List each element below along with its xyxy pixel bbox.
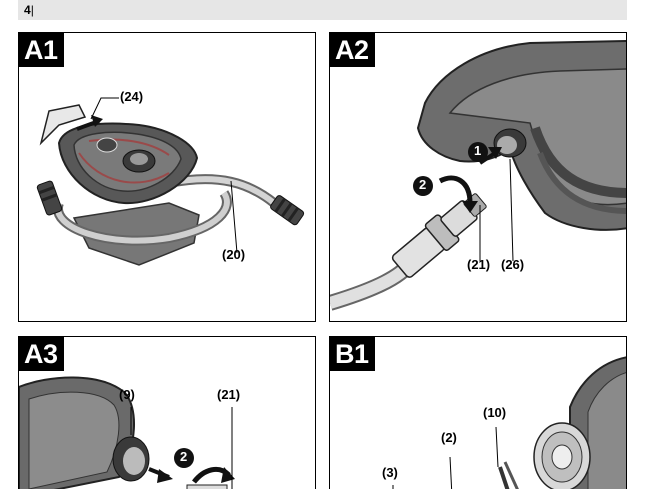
panel-label-b1: B1 <box>330 337 375 371</box>
callout-10: (10) <box>483 405 507 420</box>
tool-chuck-illustration <box>392 356 626 489</box>
step-1-label: 1 <box>474 143 482 158</box>
callout-21: (21) <box>467 257 491 272</box>
tool-hose-connection-illustration <box>330 40 626 311</box>
figure-panel-b1: B1 (10) (2) (3) <box>329 336 627 489</box>
callout-9: (9) <box>119 387 135 402</box>
callout-24: (24) <box>120 89 144 104</box>
callout-2: (2) <box>441 430 457 445</box>
page-number-separator: | <box>30 3 34 17</box>
callout-26: (26) <box>501 257 525 272</box>
page-header-bar: 4| <box>18 0 627 20</box>
panel-label-a2: A2 <box>330 33 375 67</box>
figure-panel-a2: A2 1 2 (21) (26) <box>329 32 627 322</box>
callout-20: (20) <box>222 247 246 262</box>
step-2-label: 2 <box>419 177 427 192</box>
step-2-label-a3: 2 <box>180 449 188 464</box>
figure-panel-a3: A3 2 (9) (21) <box>18 336 316 489</box>
page-number: 4| <box>24 3 34 17</box>
callout-21-a3: (21) <box>217 387 241 402</box>
dust-extraction-adapter-illustration <box>36 97 305 266</box>
figure-panel-a1: A1 <box>18 32 316 322</box>
panel-label-a3: A3 <box>19 337 64 371</box>
tool-adapter-illustration <box>19 376 235 489</box>
panel-label-a1: A1 <box>19 33 64 67</box>
callout-3: (3) <box>382 465 398 480</box>
